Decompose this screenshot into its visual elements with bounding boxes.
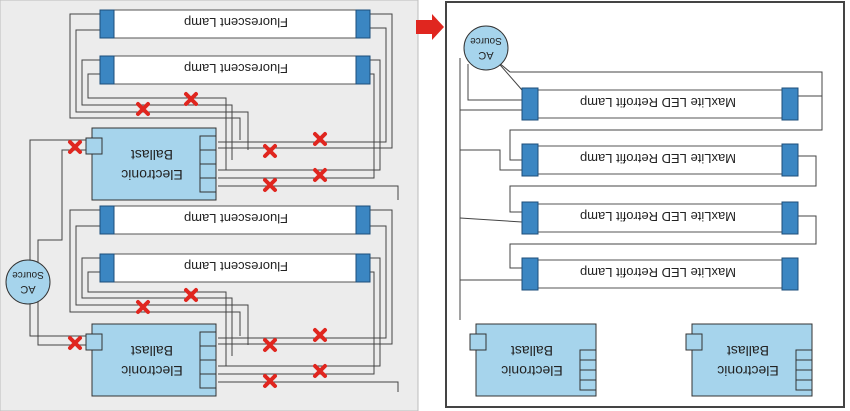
ballast-label-line1: Electronic [121,167,182,183]
fluorescent-lamp-label: Fluorescent Lamp [184,61,288,76]
red-x-icon [136,102,150,116]
led-lamp-label: MaxLite LED Retrofit Lamp [580,265,736,280]
right-arrow-icon [416,14,444,40]
led-lamp-3: MaxLite LED Retrofit Lamp [521,201,799,235]
fluorescent-lamp-label: Fluorescent Lamp [184,211,288,226]
fluorescent-lamp-1: Fluorescent Lamp [99,9,371,39]
ballast-label-line1: Electronic [121,363,182,379]
red-x-icon [313,132,327,146]
cut-marks [68,92,327,388]
electronic-ballast-left-2: Ballast Electronic [85,323,217,397]
red-x-icon [313,168,327,182]
before-panel: Fluorescent Lamp Fluorescent Lamp Fluore… [0,0,419,411]
red-x-icon [263,374,277,388]
led-lamp-1: MaxLite LED Retrofit Lamp [521,87,799,121]
right-wiring [459,41,823,320]
ballast-label-line1: Electronic [717,363,778,379]
red-x-icon [184,288,198,302]
ballast-label-line1: Electronic [501,363,562,379]
red-x-icon [136,300,150,314]
red-x-icon [313,364,327,378]
source-label-line2: Source [12,269,44,280]
ac-source-left: Source AC [5,259,51,305]
red-x-icon [184,92,198,106]
led-lamp-label: MaxLite LED Retrofit Lamp [580,95,736,110]
source-label-line2: Source [470,35,502,46]
electronic-ballast-right-2: Ballast Electronic [685,323,813,397]
fluorescent-lamp-2: Fluorescent Lamp [99,55,371,85]
fluorescent-lamp-3: Fluorescent Lamp [99,205,371,235]
after-panel: MaxLite LED Retrofit Lamp MaxLite LED Re… [445,1,845,408]
source-label-line1: AC [478,49,493,61]
red-x-icon [68,336,82,350]
red-x-icon [263,144,277,158]
red-x-icon [68,140,82,154]
red-x-icon [313,328,327,342]
ballast-label-line2: Ballast [131,343,173,359]
led-lamp-label: MaxLite LED Retrofit Lamp [580,151,736,166]
fluorescent-lamp-4: Fluorescent Lamp [99,253,371,283]
fluorescent-lamp-label: Fluorescent Lamp [184,259,288,274]
led-lamp-4: MaxLite LED Retrofit Lamp [521,257,799,291]
ballast-label-line2: Ballast [131,147,173,163]
led-lamp-2: MaxLite LED Retrofit Lamp [521,143,799,177]
ballast-label-line2: Ballast [511,343,553,359]
red-x-icon [263,178,277,192]
electronic-ballast-left-1: Ballast Electronic [85,127,217,201]
electronic-ballast-right-1: Ballast Electronic [469,323,597,397]
red-x-icon [263,338,277,352]
fluorescent-lamp-label: Fluorescent Lamp [184,15,288,30]
led-lamp-label: MaxLite LED Retrofit Lamp [580,209,736,224]
source-label-line1: AC [20,283,35,295]
ballast-label-line2: Ballast [727,343,769,359]
ac-source-right: Source AC [463,25,509,71]
